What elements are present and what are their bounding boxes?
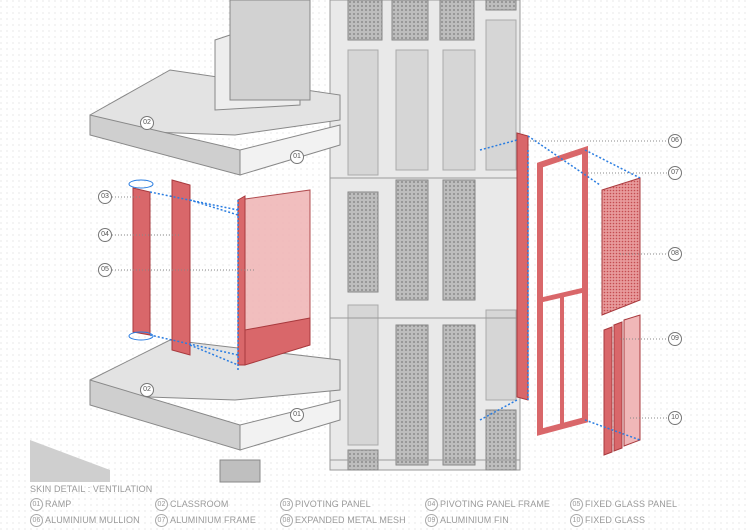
legend-label: PIVOTING PANEL FRAME xyxy=(440,499,551,509)
legend-title: SKIN DETAIL : VENTILATION xyxy=(30,484,153,494)
callout-02: 02 xyxy=(140,116,154,130)
legend-label: ALUMINIUM FIN xyxy=(440,515,509,525)
legend-label: EXPANDED METAL MESH xyxy=(295,515,406,525)
legend-num: 05 xyxy=(570,498,583,511)
legend-num: 09 xyxy=(425,514,438,527)
leader-lines xyxy=(112,140,668,419)
legend-label: ALUMINIUM MULLION xyxy=(45,515,140,525)
callout-01: 01 xyxy=(290,150,304,164)
callout-04: 04 xyxy=(98,228,112,242)
callout-03: 03 xyxy=(98,190,112,204)
pivoting-panels xyxy=(128,179,311,366)
explosion-guides xyxy=(149,135,641,441)
callout-10: 10 xyxy=(668,411,682,425)
callout-07: 07 xyxy=(668,166,682,180)
ground-plane xyxy=(30,440,110,482)
callout-01-lower: 01 xyxy=(290,408,304,422)
legend-label: ALUMINIUM FRAME xyxy=(170,515,257,525)
callout-08: 08 xyxy=(668,247,682,261)
legend-label: RAMP xyxy=(45,499,72,509)
legend-label: PIVOTING PANEL xyxy=(295,499,371,509)
legend-num: 03 xyxy=(280,498,293,511)
facade-tower xyxy=(329,0,521,471)
legend-num: 06 xyxy=(30,514,43,527)
callout-06: 06 xyxy=(668,134,682,148)
legend-num: 08 xyxy=(280,514,293,527)
callout-02-lower: 02 xyxy=(140,383,154,397)
legend-num: 02 xyxy=(155,498,168,511)
legend-label: CLASSROOM xyxy=(170,499,229,509)
legend-num: 10 xyxy=(570,514,583,527)
legend-label: FIXED GLASS xyxy=(585,515,646,525)
legend-num: 07 xyxy=(155,514,168,527)
callout-05: 05 xyxy=(98,263,112,277)
legend-label: FIXED GLASS PANEL xyxy=(585,499,678,509)
callout-09: 09 xyxy=(668,332,682,346)
legend-num: 01 xyxy=(30,498,43,511)
legend-num: 04 xyxy=(425,498,438,511)
